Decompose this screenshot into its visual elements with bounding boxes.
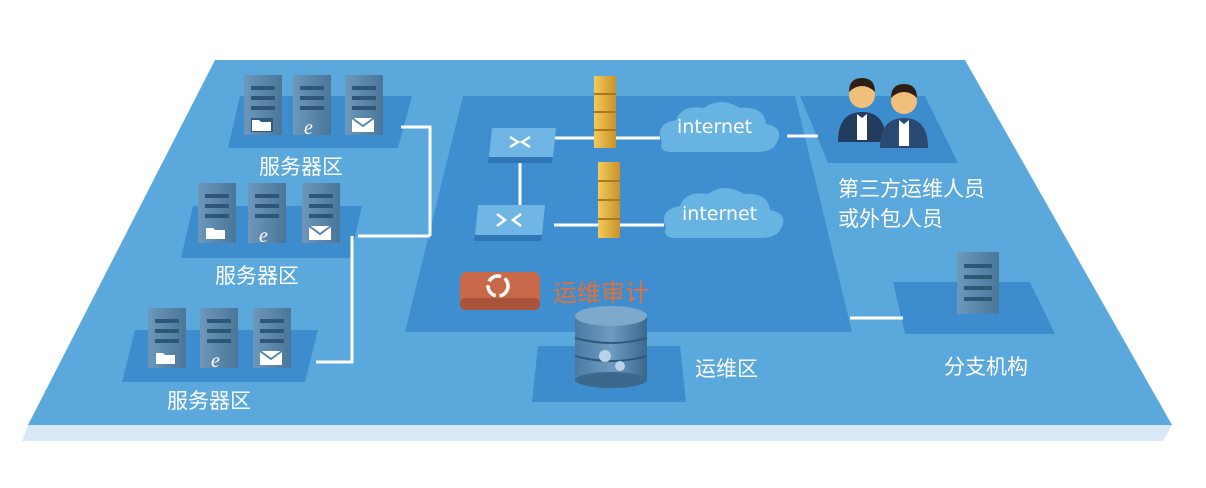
server-group-3: e	[148, 308, 291, 372]
cloud-icon	[663, 188, 784, 238]
audit-device-icon	[460, 272, 540, 310]
server-icon	[253, 308, 291, 368]
audit-label: 运维审计	[553, 279, 649, 307]
switch-icon	[488, 128, 556, 163]
server-icon: e	[248, 183, 286, 247]
server-group-1: e	[244, 75, 383, 139]
internet-label-2: internet	[682, 203, 758, 225]
ops-zone-label: 运维区	[695, 357, 758, 381]
server-icon: e	[200, 308, 238, 372]
server-icon	[198, 183, 236, 243]
server-zone-label-2: 服务器区	[215, 264, 299, 288]
branch-label: 分支机构	[944, 355, 1028, 379]
database-icon	[574, 306, 648, 388]
svg-text:e: e	[211, 350, 220, 372]
firewall-icon	[594, 76, 616, 148]
branch-server-icon	[957, 252, 999, 314]
svg-text:e: e	[259, 225, 268, 247]
server-icon	[302, 183, 340, 243]
switch-icon	[474, 205, 545, 241]
server-icon	[148, 308, 186, 368]
third-party-label-line2: 或外包人员	[838, 207, 943, 231]
svg-text:e: e	[304, 117, 313, 139]
server-zone-label-3: 服务器区	[167, 389, 251, 413]
server-group-2: e	[198, 183, 340, 247]
internet-label-1: internet	[677, 116, 753, 138]
cloud-icon	[659, 102, 780, 152]
firewall-icon	[598, 162, 620, 238]
server-zone-label-1: 服务器区	[259, 155, 343, 179]
server-icon: e	[293, 75, 331, 139]
server-icon	[244, 75, 282, 135]
server-icon	[345, 75, 383, 135]
third-party-label: 第三方运维人员 或外包人员	[838, 174, 985, 234]
connection-lines	[316, 125, 903, 364]
third-party-label-line1: 第三方运维人员	[838, 177, 985, 201]
users-icon	[838, 78, 928, 148]
